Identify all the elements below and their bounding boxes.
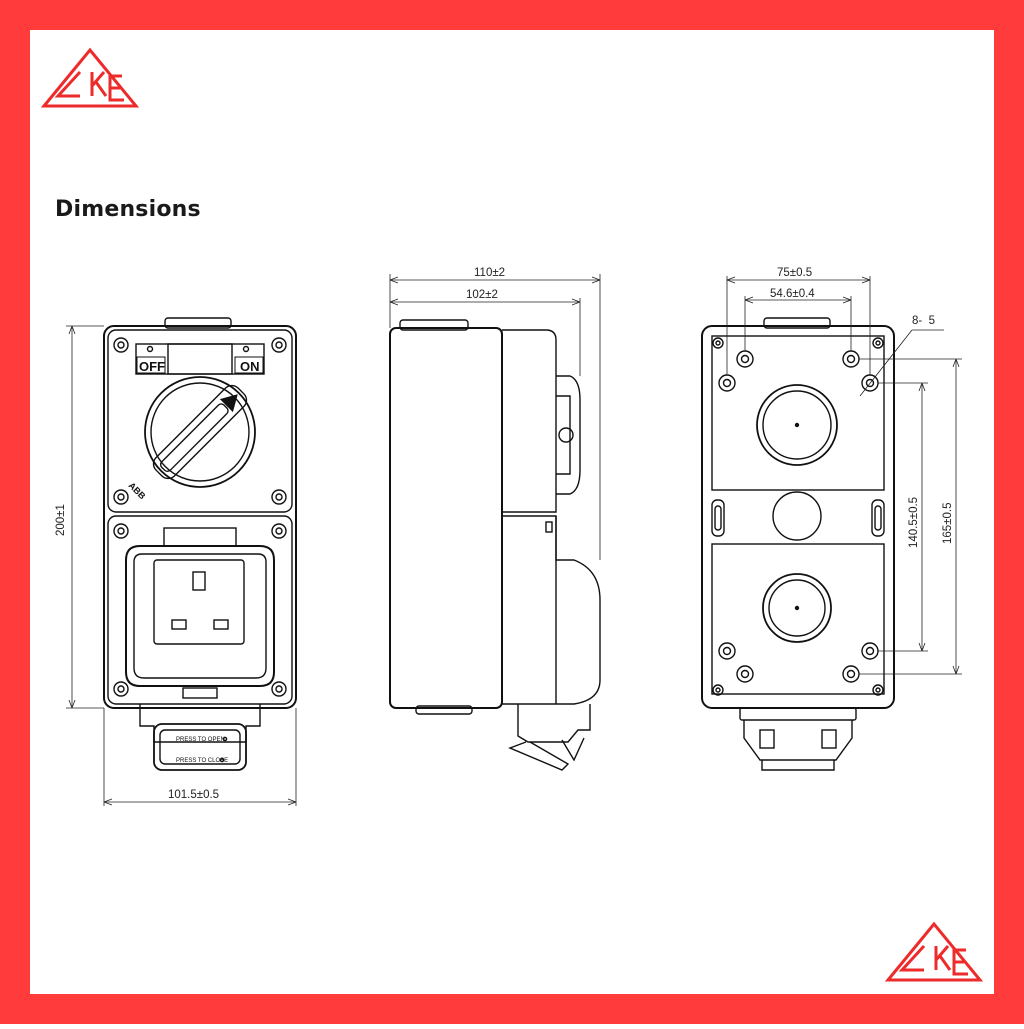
side-brand-logo: ABB <box>127 480 148 501</box>
brand-logo-bottom <box>884 921 984 982</box>
dim-inner-hole-spacing: 54.6±0.4 <box>770 288 815 300</box>
front-screws-bottom <box>113 523 287 697</box>
rear-view <box>701 317 895 771</box>
front-view-dimensions <box>66 325 297 806</box>
dim-inner-vertical: 140.5±0.5 <box>908 497 920 548</box>
side-view-dimensions <box>389 274 601 560</box>
brand-logo-top <box>40 47 140 108</box>
side-view <box>389 319 601 771</box>
rear-mounting-holes <box>712 337 884 696</box>
dim-outer-vertical: 165±0.5 <box>942 503 954 545</box>
cover-label-top: PRESS TO OPEN <box>176 737 225 743</box>
page-title: Dimensions <box>55 197 201 222</box>
front-screws-top <box>113 337 287 505</box>
dim-hole-spec: 8- 5 <box>912 315 935 327</box>
front-view-labels: OFF ON ABB PRESS TO OPEN PRESS TO CLOSE <box>127 356 264 764</box>
off-label: OFF <box>139 359 165 374</box>
front-view <box>103 317 297 771</box>
dim-body-depth: 102±2 <box>466 289 498 301</box>
on-label: ON <box>240 359 260 374</box>
dim-outer-hole-spacing: 75±0.5 <box>777 267 812 279</box>
dim-width: 101.5±0.5 <box>168 789 219 801</box>
rear-view-dimensions <box>726 276 962 675</box>
dim-height: 200±1 <box>55 504 67 536</box>
dim-total-depth: 110±2 <box>474 267 505 279</box>
cover-label-bottom: PRESS TO CLOSE <box>176 758 228 764</box>
